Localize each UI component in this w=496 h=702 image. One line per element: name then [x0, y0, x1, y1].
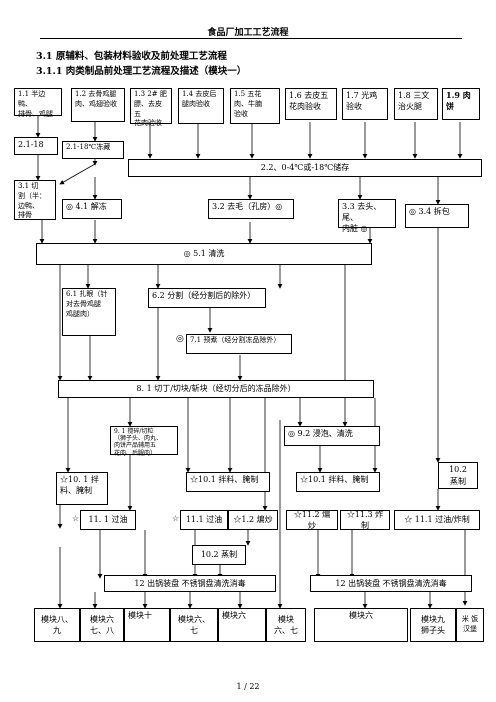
module-10-box: 模块十 [124, 608, 170, 642]
step-6-2-box: 6.2 分割（经分割后的除外） [148, 288, 266, 308]
module-6-7-box-b: 模块 六、七 [266, 608, 306, 642]
step-11-2-box-left: ☆1.2 煸炒 [228, 510, 278, 530]
step-10-1-box-middle: ☆10.1 拌料、腌制 [186, 472, 270, 492]
step-1-8-box: 1.8 三文 治火腿 [394, 88, 438, 120]
page-footer: 1 / 22 [236, 682, 260, 691]
step-9-1-box: 9. 1 搅碎/切粒 （狮子头、肉丸、 肉饼产品辅用五 花肉、后腿肉） [110, 426, 178, 457]
module-8-9-box: 模块八、 九 [34, 608, 80, 642]
step-1-5-box: 1.5 五花 肉、牛腩 验收 [230, 88, 280, 124]
step-11-1-box-middle: 11.1 过油 [180, 510, 228, 530]
step-1-9-box: 1.9 肉 饼 [442, 88, 480, 120]
subsection-heading: 3.1.1 肉类制品前处理工艺流程及描述（模块一） [36, 66, 247, 77]
step-5-1-wash-box: ◎ 5.1 清洗 [36, 243, 372, 265]
module-6-box: 模块六 [218, 608, 266, 642]
step-3-4-box: ◎ 3.4 拆包 [405, 204, 469, 228]
step-8-1-box: 8. 1 切丁/切块/斩块（经切分后的冻品除外） [58, 380, 374, 398]
step-1-6-box: 1.6 去皮五 花肉验收 [285, 88, 337, 120]
step-10-2-steam-box: 10.2 蒸制 [192, 545, 246, 565]
module-6-7-box: 模块六、 七 [170, 608, 218, 642]
step-1-2-box: 1.2 去骨鸡腿 肉、鸡翅验收 [71, 88, 125, 122]
step-1-1-box: 1.1 半边鸭、 排骨、鸡腿 [14, 88, 62, 118]
step-2-1-label-box: 2.1-18 [14, 137, 58, 155]
step-11-1-box-left: 11. 1 过油 [80, 510, 136, 530]
module-6-box-b: 模块六 [314, 608, 408, 642]
step-1-7-box: 1.7 光鸡 验收 [342, 88, 388, 120]
step-3-2-box: 3.2 去毛（孔房）◎ [208, 199, 294, 219]
rice-burger-box: 米 饭 汉堡 [456, 608, 484, 642]
step-9-2-box: ◎ 9.2 浸泡、清洗 [284, 426, 380, 446]
step-10-1-box-right: ☆10.1 拌料、腌制 [296, 472, 380, 492]
step-6-1-box: 6.1 扎眼（针 对去骨鸡腿 鸡腿肉） [62, 288, 116, 336]
step-11-3-box: ☆11.3 炸制 [340, 510, 390, 530]
section-heading: 3.1 原辅料、包装材料验收及前处理工艺流程 [36, 51, 227, 62]
step-10-2-steam-box-right: 10.2 蒸制 [438, 462, 478, 489]
step-11-1-fry-box: ☆ 11.1 过油/炸制 [394, 510, 480, 530]
step-1-4-box: 1.4 去皮后 腿肉验收 [178, 88, 224, 124]
step-10-1-box-left: ☆10. 1 拌 料、腌制 [56, 472, 108, 505]
step-12-plating-box-right: 12 出锅装盘 不锈钢盘清洗消毒 [310, 575, 472, 592]
document-header: 食品厂加工工艺流程 [207, 28, 289, 38]
step-11-2-box-right: ☆11.2 煸炒 [286, 510, 338, 530]
step-1-3-box: 1.3 2# 肥 膘、去皮五 花肉验收 [130, 88, 172, 127]
step-3-1-box: 3.1 切 割（半： 边鸭、 排骨 [14, 180, 56, 220]
step-2-2-storage-box: 2.2、0-4℃或-18℃储存 [128, 159, 482, 177]
step-7-1-box: 7.1 预煮（经分割冻品除外） [186, 334, 292, 354]
step-3-3-box: 3.3 去头、尾、 内脏 ◎ [338, 199, 396, 233]
step-7-1-symbol: ◎ [176, 334, 184, 344]
step-12-plating-box-left: 12 出锅装盘 不锈钢盘清洗消毒 [104, 575, 276, 592]
module-6-7-8-box: 模块六 七、八 [80, 608, 124, 642]
step-11-1-star-left: ☆ [72, 514, 80, 523]
step-2-1-freeze-box: 2.1-18℃冻藏 [62, 141, 124, 159]
module-9-lionhead-box: 模块九 狮子头 [410, 608, 456, 642]
step-11-1-star-middle: ☆ [172, 514, 180, 523]
header-rule [40, 38, 462, 39]
step-4-1-box: ◎ 4.1 解冻 [62, 199, 122, 219]
